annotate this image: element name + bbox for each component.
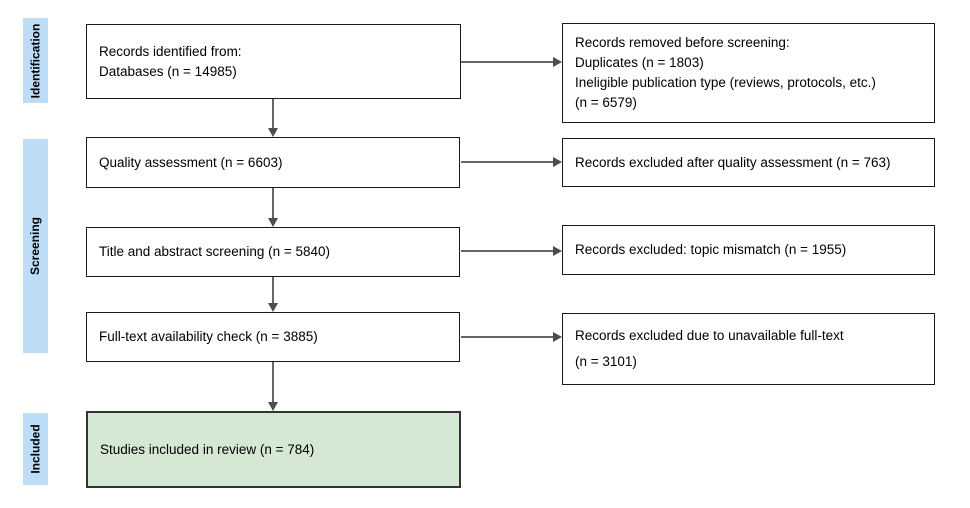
box-excluded-unavailable-fulltext: Records excluded due to unavailable full… (562, 313, 935, 385)
box-text-line: Records excluded after quality assessmen… (575, 154, 891, 170)
box-records-removed-before-screening: Records removed before screening: Duplic… (562, 23, 935, 123)
arrow-down-fulltext-to-included (268, 362, 278, 411)
arrow-right-quality-to-excluded (461, 157, 562, 167)
arrow-right-title-to-excluded (461, 246, 562, 256)
box-text-line: Records excluded: topic mismatch (n = 19… (575, 242, 847, 257)
box-studies-included: Studies included in review (n = 784) (86, 411, 461, 488)
box-fulltext-availability: Full-text availability check (n = 3885) (86, 312, 460, 362)
box-text-line: Records identified from: (99, 43, 242, 59)
box-text-line: Full-text availability check (n = 3885) (99, 329, 318, 344)
stage-bar-included: Included (23, 413, 48, 485)
arrow-right-fulltext-to-excluded (461, 332, 562, 342)
box-text-line: Records removed before screening: (575, 35, 790, 50)
box-text-line: Duplicates (n = 1803) (575, 55, 704, 70)
box-text-line: Databases (n = 14985) (99, 63, 237, 79)
box-text-line: (n = 6579) (575, 95, 637, 110)
arrow-down-identified-to-quality (268, 99, 278, 137)
box-quality-assessment: Quality assessment (n = 6603) (86, 137, 460, 188)
box-records-identified: Records identified from: Databases (n = … (86, 24, 461, 99)
box-text-line: Records excluded due to unavailable full… (575, 328, 844, 343)
stage-bar-identification: Identification (23, 18, 48, 103)
stage-label-screening: Screening (28, 216, 43, 276)
stage-label-identification: Identification (28, 23, 43, 98)
box-excluded-quality: Records excluded after quality assessmen… (562, 138, 935, 187)
box-title-abstract-screening: Title and abstract screening (n = 5840) (86, 227, 460, 277)
box-text-line: Quality assessment (n = 6603) (99, 154, 283, 170)
arrow-down-quality-to-title (268, 188, 278, 227)
arrow-right-identified-to-removed (461, 57, 562, 67)
stage-bar-screening: Screening (23, 139, 48, 353)
box-text-line: Ineligible publication type (reviews, pr… (575, 75, 876, 90)
arrow-down-title-to-fulltext (268, 277, 278, 312)
box-text-line: (n = 3101) (575, 354, 637, 369)
box-text-line: Title and abstract screening (n = 5840) (99, 244, 331, 259)
box-text-line: Studies included in review (n = 784) (100, 441, 315, 457)
box-excluded-topic-mismatch: Records excluded: topic mismatch (n = 19… (562, 225, 935, 275)
stage-label-included: Included (28, 424, 43, 474)
